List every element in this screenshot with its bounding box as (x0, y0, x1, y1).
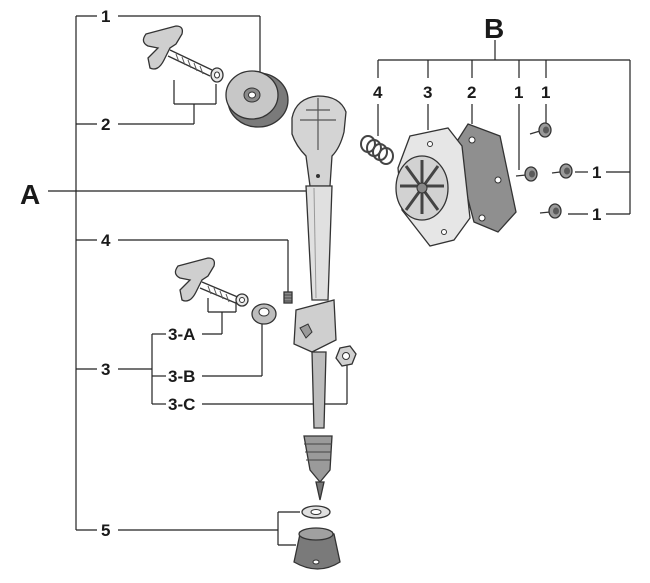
assembly-b-label: B (484, 13, 504, 44)
washer-lower (235, 293, 249, 307)
washer-upper (210, 67, 224, 83)
t-handle-screw-lower (174, 257, 241, 305)
callout-b-1-right-lower: 1 (592, 205, 601, 224)
clamp-disc (225, 70, 289, 128)
sleeve-nut (251, 303, 277, 325)
callout-a-4: 4 (101, 231, 111, 250)
screw-b-1 (529, 122, 552, 138)
callout-a-3a: 3-A (168, 325, 195, 344)
callout-a-1: 1 (101, 7, 110, 26)
callout-b-1-top-right: 1 (541, 83, 550, 102)
callout-a-3: 3 (101, 360, 110, 379)
callout-b-2: 2 (467, 83, 476, 102)
gasket-plate (453, 123, 517, 233)
callout-b-4: 4 (373, 83, 383, 102)
hex-nut (335, 345, 357, 367)
screw-b-3 (551, 163, 573, 179)
callout-a-5: 5 (101, 521, 110, 540)
callout-a-3c: 3-C (168, 395, 195, 414)
rubber-foot (293, 505, 341, 570)
assembly-a-label: A (20, 179, 40, 210)
callout-b-1-top-left: 1 (514, 83, 523, 102)
callout-a-2: 2 (101, 115, 110, 134)
screw-b-2 (515, 166, 538, 182)
t-handle-screw-upper (142, 25, 213, 77)
set-screw (283, 291, 293, 304)
callout-a-3b: 3-B (168, 367, 195, 386)
spring (360, 135, 394, 165)
callout-b-1-right-upper: 1 (592, 163, 601, 182)
mount-housing (395, 127, 471, 247)
rod-assembly (291, 95, 347, 501)
screw-b-4 (539, 203, 562, 219)
callout-b-3: 3 (423, 83, 432, 102)
assembly-b-leaders (377, 40, 631, 215)
